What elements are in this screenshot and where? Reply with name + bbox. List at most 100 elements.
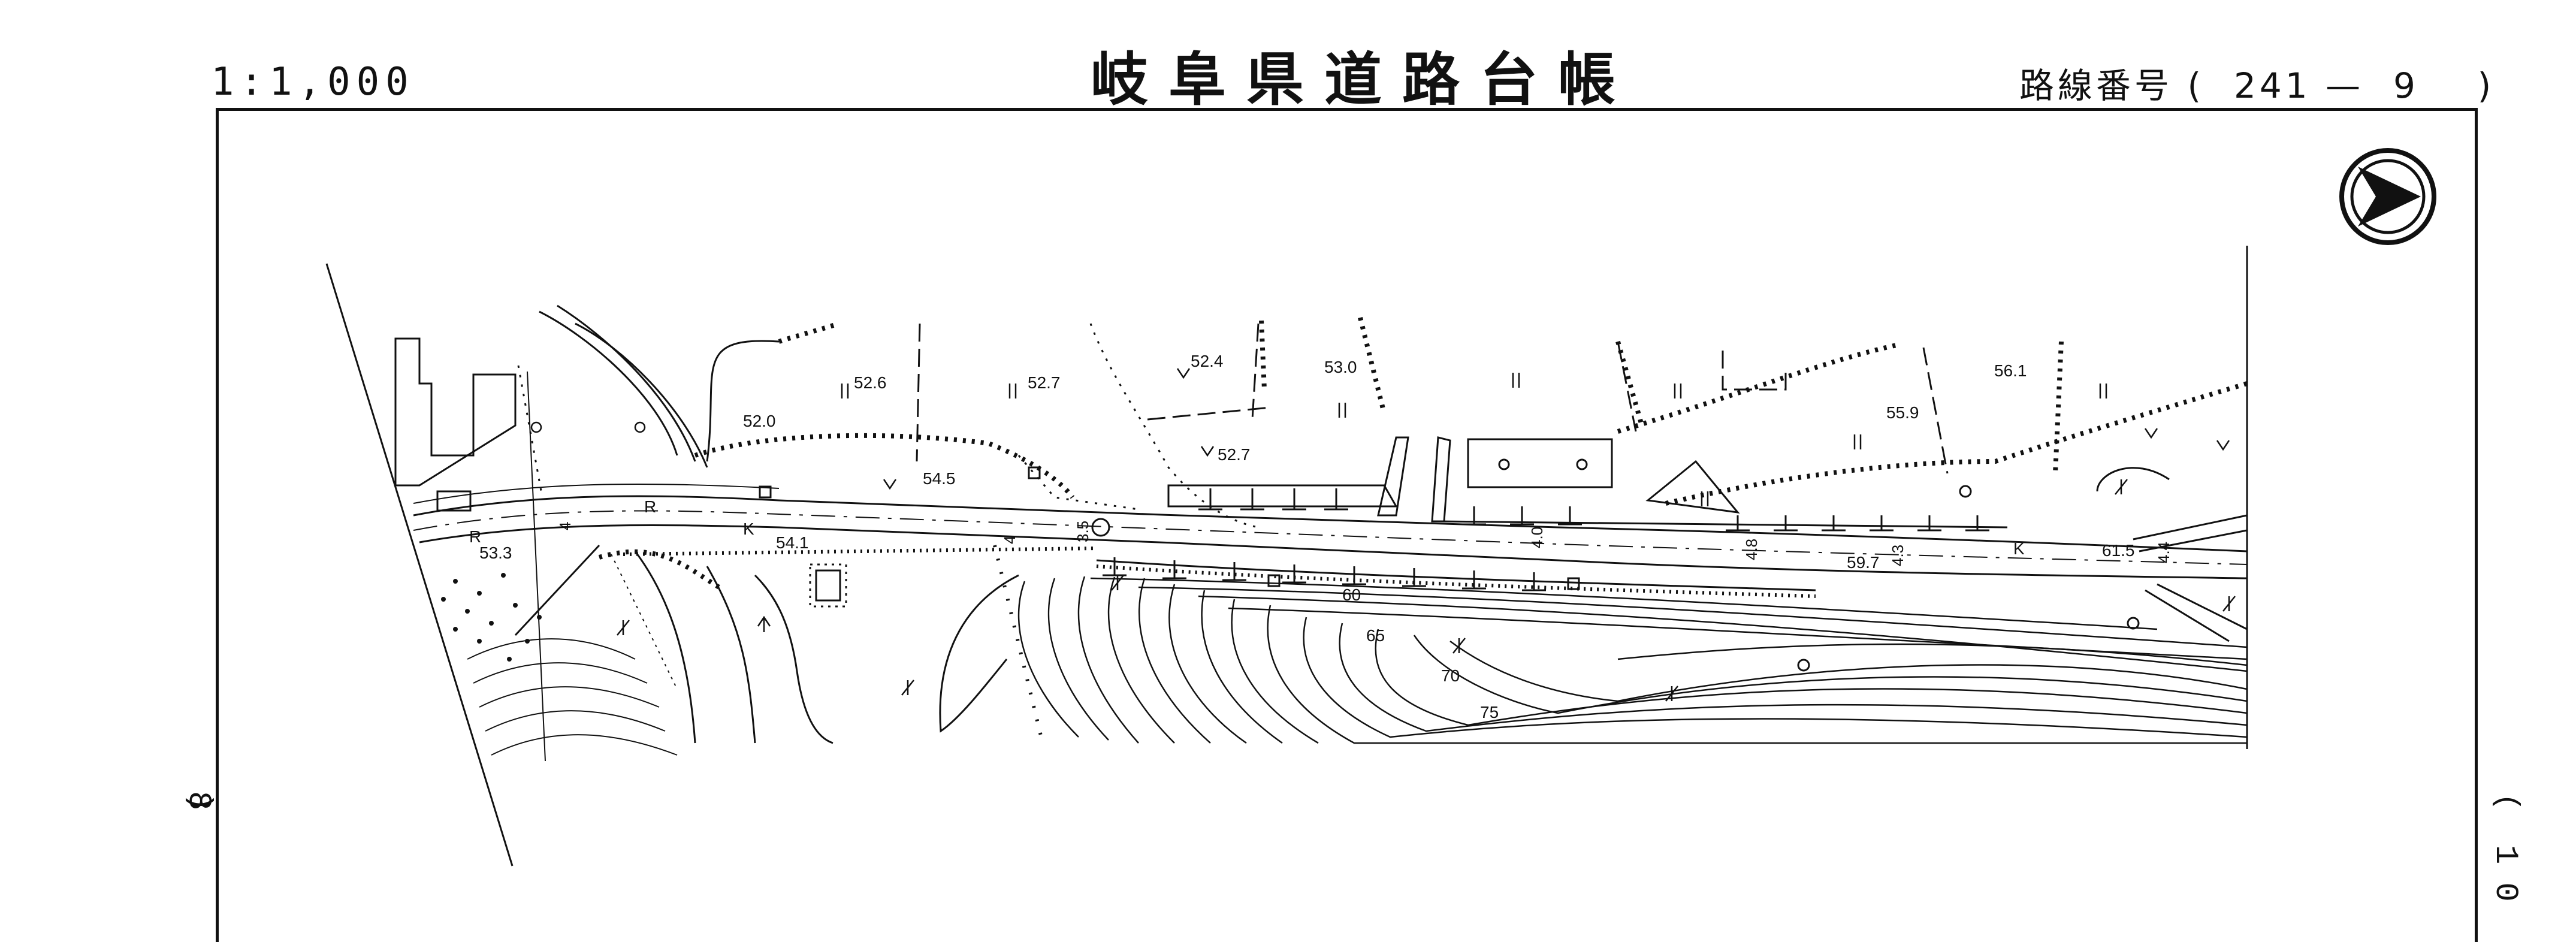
road-mark: R xyxy=(469,527,481,546)
next-sheet-number: 10 xyxy=(2487,845,2523,920)
next-sheet-ref: 10 xyxy=(2487,845,2523,920)
slope-hatch-1 xyxy=(694,433,1075,499)
wasteland-symbol xyxy=(2144,428,2158,439)
route-label: 路線番号 xyxy=(2019,65,2173,106)
road-width-label: 3.5 xyxy=(1074,521,1092,542)
elevation-label: 55.9 xyxy=(1886,403,1919,422)
route-open-paren: ( xyxy=(2187,65,2205,106)
elevation-label: 53.0 xyxy=(1324,358,1357,376)
elevation-label: 54.5 xyxy=(923,469,956,488)
elevation-labels: 52.0 52.6 52.7 52.4 53.0 52.7 54.5 56.1 … xyxy=(479,352,2135,572)
map-boundary-left xyxy=(325,263,514,866)
elevation-label: 52.4 xyxy=(1191,352,1224,370)
road-mark: K xyxy=(2013,539,2025,558)
map-frame xyxy=(216,108,2478,942)
left-slope-edge xyxy=(514,544,600,636)
field-symbol xyxy=(841,384,849,398)
road-width-label: 4.3 xyxy=(1889,545,1907,566)
road-centerline xyxy=(413,510,2248,565)
slope-hatch-6 xyxy=(1259,320,1267,390)
forest-symbol xyxy=(2222,596,2236,612)
vegetation-symbols xyxy=(617,368,2236,702)
contour-lines xyxy=(1017,576,2248,744)
route-sub-number: 9 xyxy=(2393,65,2419,106)
manhole-symbol xyxy=(1091,518,1110,537)
benchmark-symbol-2 xyxy=(1028,466,1041,479)
side-road-2 xyxy=(557,304,696,462)
slope-hatch-8 xyxy=(2053,341,2064,474)
broadleaf-symbol xyxy=(634,421,646,433)
contour-labels: 60 65 70 75 xyxy=(1342,585,1499,721)
parcel-line-2 xyxy=(1251,323,1260,420)
stipple-area xyxy=(441,573,542,662)
side-road-1 xyxy=(539,310,678,456)
elevation-label: 52.6 xyxy=(854,373,887,392)
road-mark: K xyxy=(743,520,754,538)
forest-symbol xyxy=(2115,479,2128,495)
right-road-branch-4 xyxy=(2145,589,2230,642)
prev-sheet-number: 8 xyxy=(180,791,216,829)
left-hillside-hatch xyxy=(467,638,678,756)
tree-symbol-3 xyxy=(1797,659,1810,672)
slope-hatch-2 xyxy=(1617,342,1900,434)
small-building xyxy=(436,490,472,512)
slope-hatch-7 xyxy=(1615,340,1644,427)
page-title: 岐阜県道路台帳 xyxy=(1091,46,1636,113)
contour-label: 75 xyxy=(1480,703,1499,721)
elevation-label: 53.3 xyxy=(479,544,512,562)
road-width-label: 4.8 xyxy=(1743,539,1760,560)
stream xyxy=(754,574,833,744)
parcel-line-3 xyxy=(1147,406,1271,421)
ditch-2 xyxy=(706,566,756,744)
right-road-branch-2 xyxy=(2139,529,2248,552)
road-stakes-upper xyxy=(1198,488,1989,532)
road-width-label: 4.4 xyxy=(2155,542,2173,563)
well-symbol-2 xyxy=(1576,458,1588,470)
triangle-structure xyxy=(1645,460,1740,514)
route-dash: — xyxy=(2326,65,2364,106)
slope-hatch-3 xyxy=(1665,381,2248,506)
benchmark-symbol-3 xyxy=(1567,577,1580,590)
ditch-1 xyxy=(634,551,696,744)
road-width-labels: 4 3.5 4 4.0 4.8 4.3 4.4 xyxy=(556,521,2173,566)
field-symbol xyxy=(1674,384,1682,398)
parcel-line-5 xyxy=(1922,347,1949,474)
map-scale: 1:1,000 xyxy=(211,60,415,104)
route-number: 路線番号 ( 241 — 9 ) xyxy=(2019,58,2495,108)
slope-hatch-9 xyxy=(598,549,721,590)
elevation-label: 52.7 xyxy=(1028,373,1061,392)
parcel-line-4 xyxy=(1617,341,1637,432)
road-shoulder-upper xyxy=(413,483,780,504)
slope-hatch-5 xyxy=(1358,317,1387,414)
elevation-label: 56.1 xyxy=(1994,361,2027,380)
slope-boundary xyxy=(706,340,780,462)
elevation-label: 54.1 xyxy=(776,533,809,552)
road-edge-upper xyxy=(413,495,2248,552)
field-symbol xyxy=(1701,491,1709,506)
road-edge-lower xyxy=(419,524,2248,579)
road-width-label: 4.0 xyxy=(1528,527,1546,548)
north-arrow-icon xyxy=(2339,148,2436,245)
right-road-branch-3 xyxy=(2157,583,2248,630)
elevation-label: 59.7 xyxy=(1847,553,1880,572)
route-main-number: 241 xyxy=(2233,65,2311,106)
contour-label: 60 xyxy=(1342,585,1361,604)
contour-label: 70 xyxy=(1441,666,1460,685)
forest-symbol xyxy=(1665,686,1678,702)
benchmark-symbol-4 xyxy=(1267,574,1281,587)
field-symbol xyxy=(1512,373,1520,388)
dotted-boundary-3 xyxy=(1017,455,1139,511)
tree-symbol xyxy=(757,615,771,632)
tree-symbol-2 xyxy=(2127,617,2140,630)
road-width-label: 4 xyxy=(1001,536,1019,544)
parcel-line-1 xyxy=(916,323,921,462)
forest-symbol xyxy=(1452,638,1466,654)
road-marks: R R K K xyxy=(469,497,2025,558)
road-edge-hatch-left xyxy=(623,547,1097,556)
road-width-label: 4 xyxy=(556,522,574,530)
forest-symbol xyxy=(617,620,630,636)
elevation-label: 61.5 xyxy=(2102,541,2135,560)
building-outline xyxy=(394,337,517,487)
valley-line xyxy=(939,574,1019,733)
